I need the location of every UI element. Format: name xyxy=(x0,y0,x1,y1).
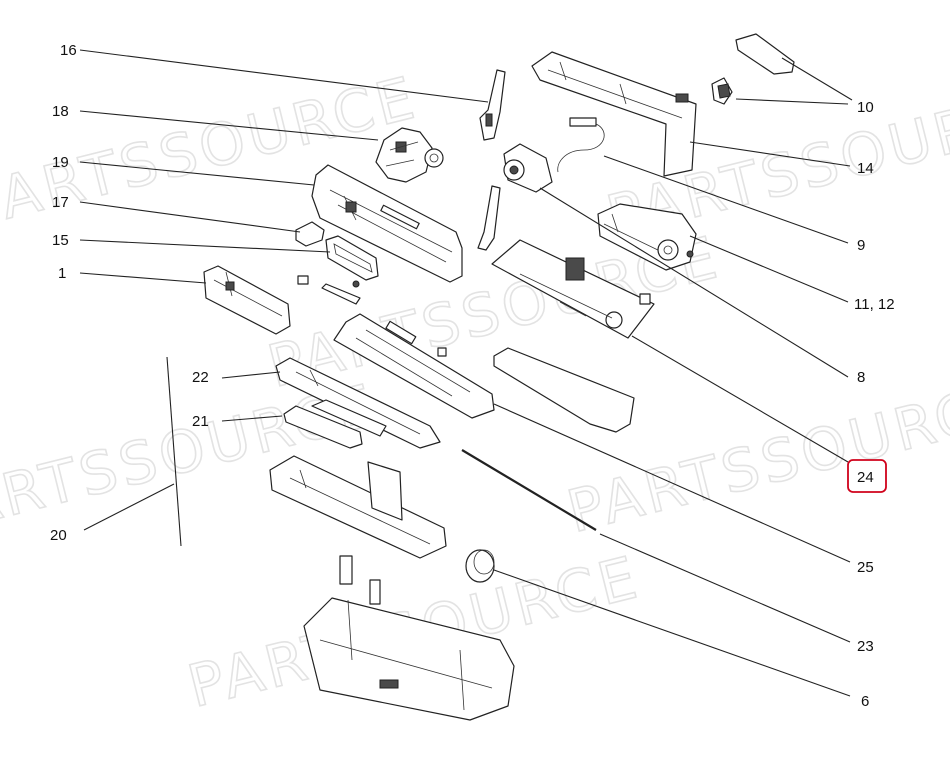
callout-22[interactable]: 22 xyxy=(192,369,209,386)
part-17-clip xyxy=(295,221,325,247)
part-18-gear-assembly xyxy=(375,127,444,183)
callout-25[interactable]: 25 xyxy=(857,559,874,576)
part-22-chassis-plate xyxy=(275,313,495,449)
callout-23[interactable]: 23 xyxy=(857,638,874,655)
callout-24-highlight-box xyxy=(847,459,887,493)
part-10-small-brackets xyxy=(711,33,795,105)
callout-8[interactable]: 8 xyxy=(857,369,865,386)
part-1-cover xyxy=(203,265,291,335)
callout-16[interactable]: 16 xyxy=(60,42,77,59)
callout-15[interactable]: 15 xyxy=(52,232,69,249)
part-19-housing xyxy=(311,164,463,283)
part-9-cable xyxy=(557,117,605,173)
part-11-12-roller xyxy=(597,203,697,271)
part-24-circuit-board xyxy=(491,239,655,339)
part-20-tray xyxy=(269,455,447,559)
part-8-motor xyxy=(477,143,553,251)
callout-9[interactable]: 9 xyxy=(857,237,865,254)
callout-10[interactable]: 10 xyxy=(857,99,874,116)
part-21-plate xyxy=(283,399,387,449)
callout-14[interactable]: 14 xyxy=(857,160,874,177)
callout-20[interactable]: 20 xyxy=(50,527,67,544)
part-small-pins xyxy=(297,275,361,305)
part-6-knob xyxy=(465,549,495,583)
part-25-flat-bracket xyxy=(493,347,635,433)
callout-24[interactable]: 24 xyxy=(857,469,874,486)
leader-lines xyxy=(79,49,853,697)
part-23-rod xyxy=(461,449,597,531)
part-base xyxy=(303,555,515,721)
callout-11-12[interactable]: 11, 12 xyxy=(854,296,895,313)
part-15-window xyxy=(325,235,379,281)
callout-17[interactable]: 17 xyxy=(52,194,69,211)
callout-21[interactable]: 21 xyxy=(192,413,209,430)
callout-19[interactable]: 19 xyxy=(52,154,69,171)
callout-18[interactable]: 18 xyxy=(52,103,69,120)
callout-6[interactable]: 6 xyxy=(861,693,869,710)
part-16-bracket xyxy=(479,69,506,141)
callout-1[interactable]: 1 xyxy=(58,265,66,282)
part-14-frame xyxy=(531,51,697,177)
